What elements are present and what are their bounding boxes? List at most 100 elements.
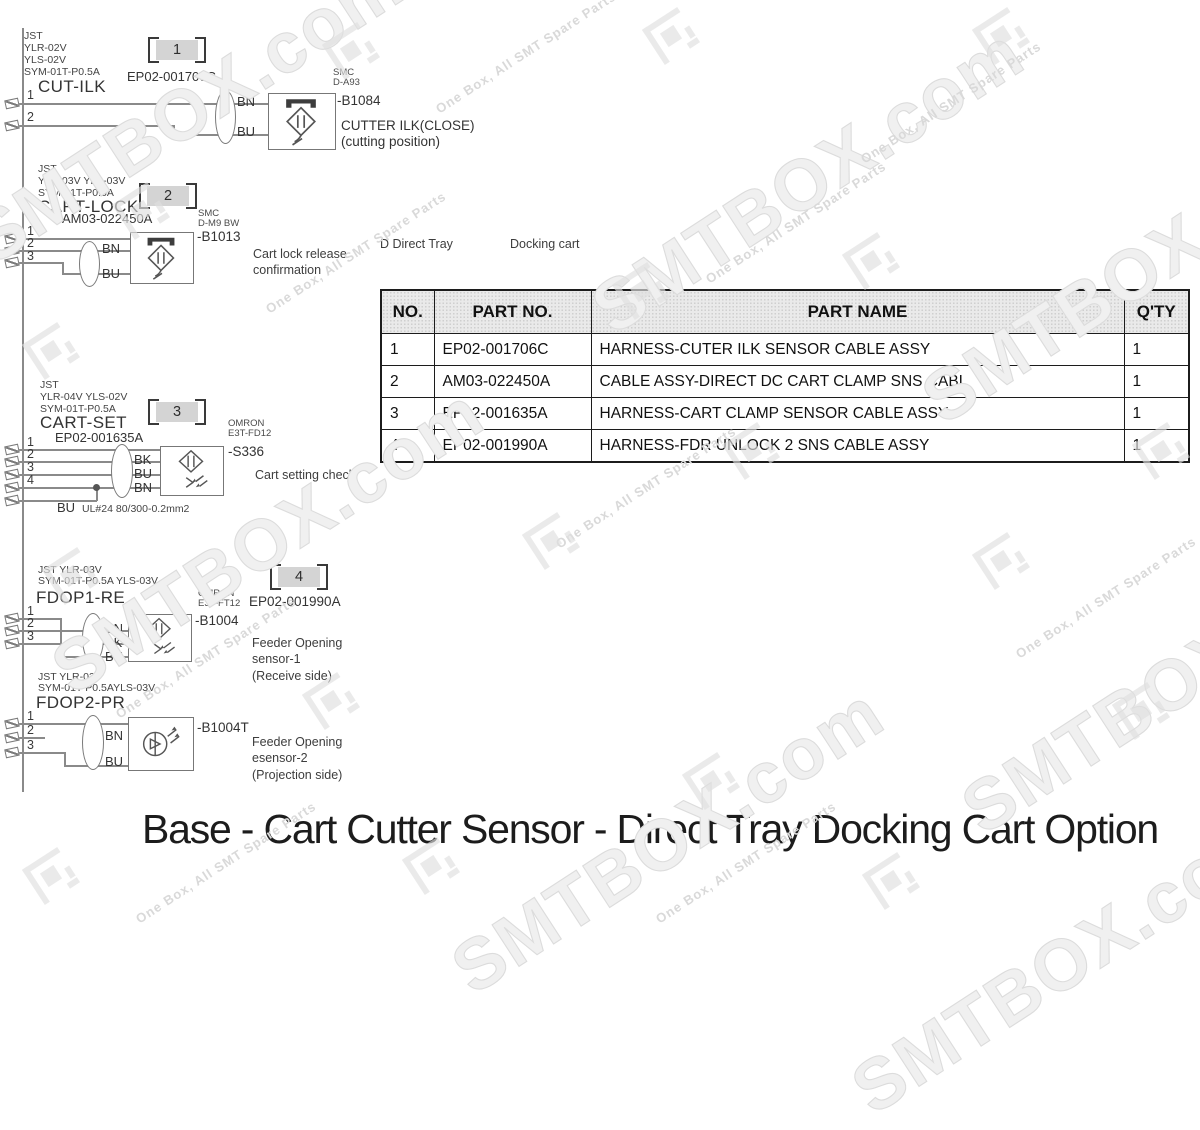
- pin-icon: [4, 637, 20, 650]
- tag-3: 3: [148, 399, 206, 425]
- tag-number: 1: [156, 40, 198, 60]
- pin-icon: [4, 624, 20, 637]
- table-row: 1 EP02-001706C HARNESS-CUTER ILK SENSOR …: [380, 333, 1190, 366]
- wire-number: 1: [27, 709, 34, 723]
- photo-receiver-icon: [146, 617, 175, 655]
- connector-spec: SYM-01T-P0.5A YLS-03V: [38, 575, 159, 587]
- bracket-right: [195, 399, 206, 425]
- cell-part-no: EP02-001635A: [433, 397, 592, 430]
- maker-label: OMRON: [228, 418, 265, 429]
- cable-shield-oval: [79, 241, 100, 287]
- sensor-desc: Cart setting check: [255, 468, 356, 482]
- pin-icon: [4, 731, 20, 744]
- cell-no: 4: [380, 429, 435, 463]
- tag-4: 4: [270, 564, 328, 590]
- cable-shield-oval: [111, 444, 133, 498]
- maker-label: SMC: [198, 208, 220, 219]
- cell-no: 1: [380, 333, 435, 366]
- tag-number: 2: [147, 186, 189, 206]
- tag-number: 4: [278, 567, 320, 587]
- pin-icon: [4, 256, 20, 269]
- bus-line: [22, 28, 24, 792]
- cell-part-no: AM03-022450A: [433, 365, 592, 398]
- sensor-desc: Feeder Opening: [252, 735, 343, 749]
- wire: [17, 125, 175, 127]
- section-name-cut-ilk: CUT-ILK: [38, 77, 106, 96]
- section-name-fdop1: FDOP1-RE: [36, 588, 126, 607]
- cable-shield-oval: [82, 613, 104, 663]
- tag-2: 2: [139, 183, 197, 209]
- wire-note-spec: UL#24 80/300-0.2mm2: [82, 503, 190, 515]
- wire-color-label: BU: [237, 124, 256, 139]
- wire-color-label: BU: [102, 266, 121, 281]
- model-label: D-A93: [333, 77, 360, 88]
- model-label: D-M9 BW: [198, 218, 240, 229]
- device-id: -S336: [228, 444, 265, 459]
- wire-number: 3: [27, 460, 34, 474]
- connector-spec: SYM-01T-P0.5A: [40, 403, 116, 415]
- pin-icon: [4, 481, 20, 494]
- wire: [17, 238, 156, 240]
- pin-icon: [4, 443, 20, 456]
- cell-no: 3: [380, 397, 435, 430]
- wire-number: 1: [27, 435, 34, 449]
- wire-number: 3: [27, 738, 34, 752]
- part-no-label: AM03-022450A: [62, 211, 153, 226]
- table-row: 2 AM03-022450A CABLE ASSY-DIRECT DC CART…: [380, 365, 1190, 398]
- sensor-desc: confirmation: [253, 263, 322, 277]
- legend-direct-tray: D Direct Tray: [380, 237, 453, 251]
- connector-spec: YLR-04V YLS-02V: [40, 391, 128, 403]
- sensor-desc: Feeder Opening: [252, 636, 343, 650]
- bracket-right: [195, 37, 206, 63]
- model-label: E3T-FT12: [198, 598, 241, 609]
- cable-shield-oval: [82, 715, 104, 770]
- connector-spec: JST: [24, 30, 43, 42]
- sensor-box: [130, 232, 194, 284]
- wire-number: 2: [27, 447, 34, 461]
- cable-shield-oval: [215, 90, 236, 144]
- pin-icon: [4, 494, 20, 507]
- sensor-desc: CUTTER ILK(CLOSE): [341, 118, 475, 133]
- cell-part-name: HARNESS-FDR UNLOCK 2 SNS CABLE ASSY: [590, 429, 1125, 463]
- wire-color-label: BU: [105, 649, 124, 664]
- wire-number: 2: [27, 110, 34, 124]
- wire-color-label: BN: [105, 621, 124, 636]
- wire-color-label: BK: [134, 452, 152, 467]
- cell-part-no: EP02-001990A: [433, 429, 592, 463]
- wire-jog: [173, 125, 175, 135]
- connector-spec: JST YLR-03V: [38, 671, 102, 683]
- connector-spec: YLS-02V: [24, 54, 67, 66]
- wire: [17, 474, 160, 476]
- wire-jog: [60, 618, 62, 657]
- connector-spec: JST: [38, 163, 57, 175]
- photo-emitter-icon: [142, 726, 180, 757]
- legend-docking-cart: Docking cart: [510, 237, 580, 251]
- wire-number: 3: [27, 629, 34, 643]
- wire-number: 1: [27, 224, 34, 238]
- pin-icon: [4, 468, 20, 481]
- wire-color-label: BU: [105, 754, 124, 769]
- connector-spec: SYM-01T-P0.5A: [24, 66, 100, 78]
- wire: [17, 618, 62, 620]
- wire: [17, 500, 97, 502]
- wire: [17, 630, 128, 632]
- wire: [17, 723, 128, 725]
- diagram-title: Base - Cart Cutter Sensor - Direct Tray …: [141, 806, 1159, 852]
- sensor-desc: Cart lock release: [253, 247, 347, 261]
- wire-number: 2: [27, 236, 34, 250]
- sensor-desc: esensor-2: [252, 751, 308, 765]
- bracket-left: [270, 564, 281, 590]
- cell-part-name: CABLE ASSY-DIRECT DC CART CLAMP SNS CABL: [590, 365, 1125, 398]
- col-header-no: NO.: [380, 289, 435, 334]
- cell-part-name: HARNESS-CUTER ILK SENSOR CABLE ASSY: [590, 333, 1125, 366]
- wire-note-color: BU: [57, 500, 76, 515]
- wire: [17, 487, 160, 489]
- wire-jog: [96, 487, 98, 501]
- wire-color-label: BN: [102, 241, 121, 256]
- cell-qty: 1: [1123, 397, 1190, 430]
- parts-table: NO. PART NO. PART NAME Q'TY 1 EP02-00170…: [380, 289, 1190, 463]
- pin-icon: [4, 717, 20, 730]
- pin-icon: [4, 119, 20, 132]
- pin-icon: [4, 612, 20, 625]
- wire: [17, 449, 160, 451]
